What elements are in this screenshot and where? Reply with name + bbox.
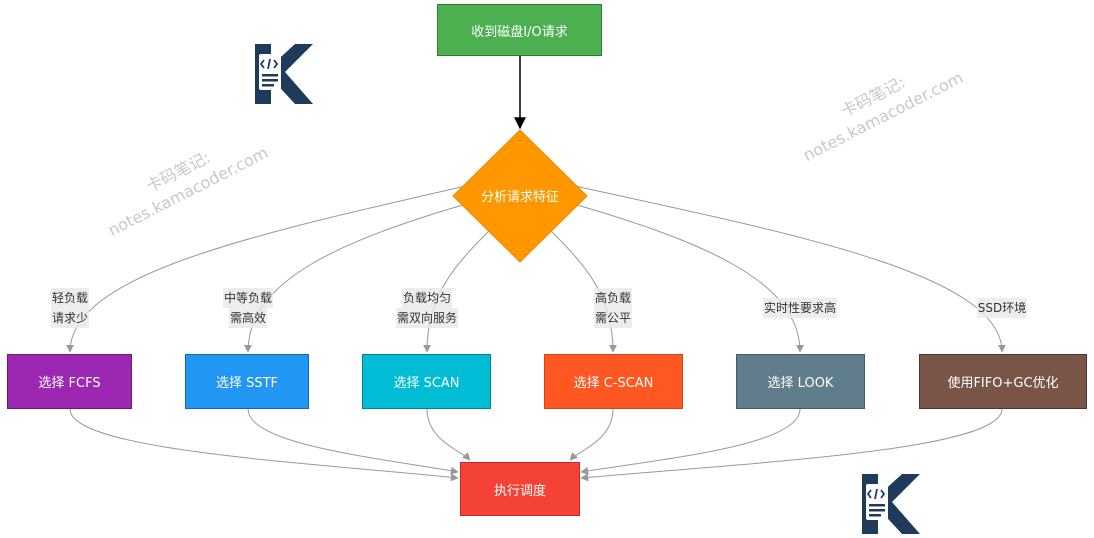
edge-ssd-to-execute: [580, 408, 1003, 482]
edge-sstf-to-execute: [247, 408, 459, 475]
sstf-node-label: 选择 SSTF: [215, 376, 279, 391]
edge-fcfs-to-execute: [69, 408, 459, 482]
edge-label-look-line1: 实时性要求高: [762, 298, 838, 318]
edge-decision-to-cscan: [539, 219, 617, 353]
edge-decision-to-look: [559, 199, 804, 353]
start-node[interactable]: 收到磁盘I/O请求: [437, 4, 602, 56]
execute-node[interactable]: 执行调度: [460, 462, 580, 516]
edge-label-sstf-line1: 中等负载: [222, 288, 274, 308]
edge-label-sstf-line2: 需高效: [228, 308, 268, 328]
scan-node-label: 选择 SCAN: [393, 376, 460, 391]
ssd-node-label: 使用FIFO+GC优化: [947, 376, 1059, 391]
kamacoder-logo-icon-bottom: [862, 474, 920, 534]
cscan-node-label: 选择 C-SCAN: [573, 376, 654, 391]
edge-label-scan-line1: 负载均匀: [401, 288, 453, 308]
start-node-label: 收到磁盘I/O请求: [471, 24, 568, 40]
fcfs-node-label: 选择 FCFS: [38, 376, 101, 391]
edge-label-fcfs-line1: 轻负载: [50, 288, 90, 308]
edge-decision-to-ssd: [569, 184, 1006, 353]
edge-label-ssd-line1: SSD环境: [976, 298, 1028, 318]
execute-node-label: 执行调度: [493, 483, 546, 499]
edge-cscan-to-execute: [569, 408, 614, 461]
edge-decision-to-scan: [423, 219, 501, 353]
edge-label-cscan-line1: 高负载: [593, 288, 633, 308]
look-node[interactable]: 选择 LOOK: [736, 354, 865, 409]
edge-scan-to-execute: [426, 408, 471, 461]
edge-label-cscan-line2: 需公平: [593, 308, 633, 328]
sstf-node[interactable]: 选择 SSTF: [185, 354, 309, 409]
ssd-node[interactable]: 使用FIFO+GC优化: [919, 354, 1087, 409]
cscan-node[interactable]: 选择 C-SCAN: [544, 354, 683, 409]
edge-decision-to-sstf: [244, 199, 481, 353]
look-node-label: 选择 LOOK: [767, 376, 834, 391]
edge-look-to-execute: [580, 408, 801, 475]
edge-label-fcfs-line2: 请求少: [50, 308, 90, 328]
edge-label-cscan: 高负载 需公平: [593, 288, 633, 328]
fcfs-node[interactable]: 选择 FCFS: [7, 354, 132, 409]
edge-label-sstf: 中等负载 需高效: [222, 288, 274, 328]
edge-label-fcfs: 轻负载 请求少: [50, 288, 90, 328]
edge-label-scan-line2: 需双向服务: [395, 308, 459, 328]
kamacoder-logo-icon: [255, 44, 313, 104]
edge-label-look: 实时性要求高: [762, 298, 838, 318]
scan-node[interactable]: 选择 SCAN: [362, 354, 491, 409]
decision-label: 分析请求特征: [481, 190, 559, 205]
decision-diamond[interactable]: [452, 129, 588, 263]
edge-label-scan: 负载均匀 需双向服务: [395, 288, 459, 328]
edge-label-ssd: SSD环境: [976, 298, 1028, 318]
